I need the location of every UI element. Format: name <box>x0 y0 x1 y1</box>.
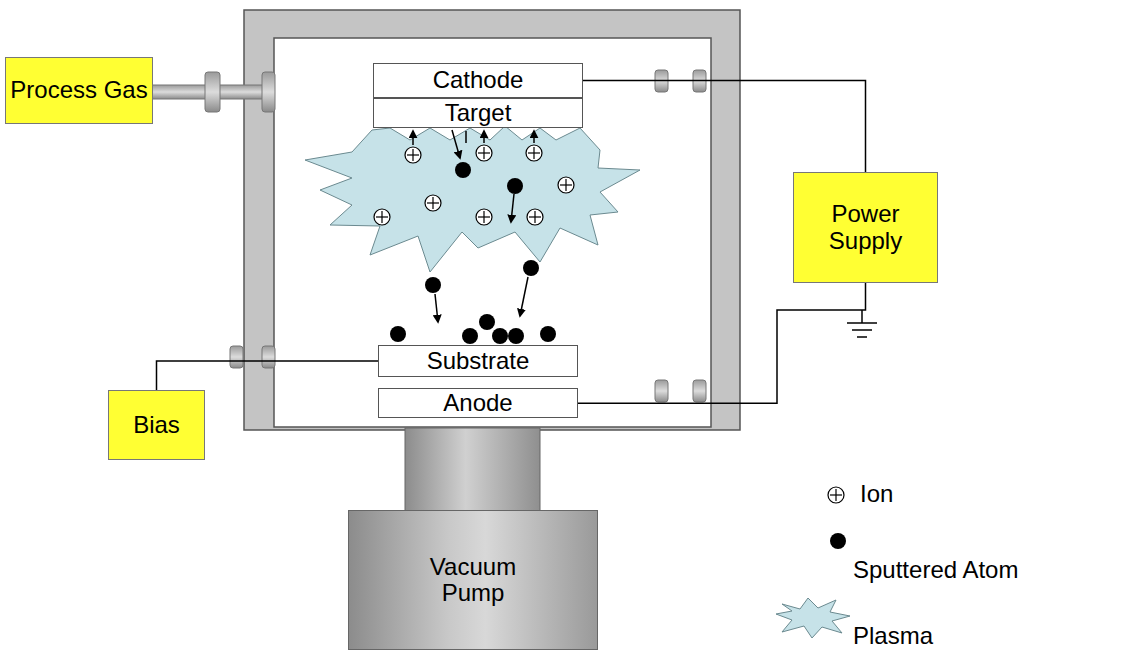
legend-label: Plasma <box>853 622 933 650</box>
bias-box: Bias <box>108 390 205 460</box>
legend-label: Sputtered Atom <box>853 556 1018 584</box>
pump-neck <box>405 428 540 512</box>
chamber-interior <box>274 38 711 427</box>
legend-plasma-symbol <box>776 598 850 638</box>
flange <box>655 380 668 402</box>
substrate-plate: Substrate <box>378 345 578 377</box>
wire <box>578 283 866 403</box>
wire <box>583 81 866 173</box>
node-label: Process Gas <box>10 77 147 103</box>
legend-label: Ion <box>860 480 893 508</box>
node-label: Substrate <box>427 348 530 374</box>
legend-atom-symbol <box>830 533 846 549</box>
node-label: Cathode <box>433 67 524 93</box>
flange <box>230 346 243 368</box>
gas-supply-box: Process Gas <box>5 57 153 124</box>
flange <box>262 72 275 112</box>
node-label: Vacuum Pump <box>418 554 528 607</box>
node-label: Bias <box>133 412 180 438</box>
atom-arrow <box>435 130 528 322</box>
node-label: Anode <box>443 390 512 416</box>
power-supply-box: Power Supply <box>793 172 938 283</box>
node-label: Target <box>445 100 512 126</box>
flange <box>262 346 275 368</box>
plasma <box>305 126 640 272</box>
target-plate: Target <box>373 98 583 128</box>
anode-plate: Anode <box>378 388 578 418</box>
wire <box>157 361 379 390</box>
flange <box>693 380 706 402</box>
ion-arrow <box>413 131 534 145</box>
ground-symbol <box>847 310 877 337</box>
sputtered-atom <box>390 162 556 344</box>
ion-symbol <box>374 145 574 225</box>
legend-ion-symbol <box>828 487 844 503</box>
cathode-plate: Cathode <box>373 63 583 98</box>
chamber-wall <box>244 10 740 430</box>
flange <box>205 72 220 112</box>
vacuum-pump-body: Vacuum Pump <box>348 510 598 650</box>
node-label: Power Supply <box>816 201 916 254</box>
